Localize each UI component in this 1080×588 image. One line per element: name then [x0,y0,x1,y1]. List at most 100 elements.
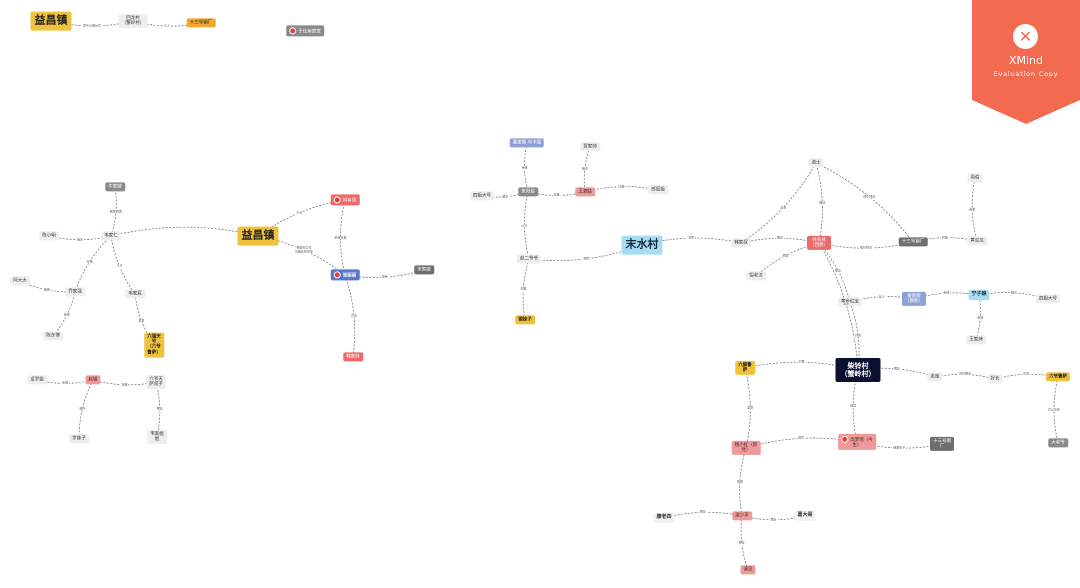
topic-sisi[interactable]: 四姐大号 [1036,294,1060,304]
relationship-line[interactable] [77,379,94,440]
topic-yichang-top[interactable]: 益昌镇 [30,11,72,31]
relationship-label: 工人 [162,23,171,28]
topic-shisan-r[interactable]: 十三号钢厂 [898,237,928,247]
topic-liuyaojia[interactable]: 六强天号（六爷鲁萨） [144,332,164,358]
topic-zhanglili[interactable]: 张丽丽 [330,269,360,281]
topic-chen-s[interactable]: 陈小明 [39,231,59,241]
relationship-line[interactable] [522,258,530,321]
topic-yan[interactable]: 演见 [740,565,756,575]
topic-jiaoji[interactable]: 周伯 [967,173,983,183]
topic-moshui[interactable]: 末水村 [621,235,663,255]
topic-label: 陈东博 [46,333,60,339]
watermark-name: XMind [1008,54,1044,67]
topic-label: 阿大大 [13,278,27,284]
topic-huilong-top[interactable]: 回龙村（蟹岭村） [118,13,148,29]
topic-chaihu[interactable]: 柴铃村（蟹岭村） [835,357,881,383]
topic-label: 黄色红宝 [841,299,859,304]
relationship-label: 相识 [580,166,589,171]
relationship-label: 亲戚 [62,312,71,317]
topic-liuerku[interactable]: 赵二爷爷 [517,254,541,264]
relationship-line[interactable] [110,226,259,237]
relationship-line[interactable] [524,191,530,260]
topic-shuxin[interactable]: 韦家姐姐 [147,429,167,445]
relationship-label: 前世 [797,435,806,440]
topic-liuyao-b[interactable]: 六脚鲁萨 [735,360,755,376]
topic-wang[interactable]: 王淑姑 [575,187,595,197]
topic-dunzi[interactable]: 钢妹子 [515,315,535,325]
topic-label: 张丽丽 [342,273,357,279]
topic-songjia[interactable]: 宋家嫂 [414,265,434,275]
topic-dalao[interactable]: 大老爷 [1048,438,1068,448]
topic-yichang-mid[interactable]: 益昌镇 [237,226,279,246]
relationship-label: 丈夫 [349,312,358,318]
badge-shape [972,0,1080,124]
topic-label: 大老爷 [1051,440,1065,446]
topic-lanmo[interactable]: 四姐大号 [470,191,494,201]
topic-zhu[interactable]: 朱阳伯 [518,187,538,197]
relationship-label: 邀请 [818,200,827,205]
topic-qiao[interactable]: 乔家强 [65,287,85,297]
topic-hub-l[interactable]: 韦家仁 [101,231,121,241]
topic-label: （回想） [810,243,828,248]
topic-lizhi[interactable]: 韦家宸 [125,289,145,299]
topic-jiao-d[interactable]: 黄瓜瓜 [967,236,987,246]
topic-shisan-b[interactable]: 十三号钢厂 [930,436,954,452]
relationship-line[interactable] [815,162,914,243]
topic-qin[interactable]: 贾家帅 [580,142,600,152]
topic-kuanhong[interactable]: 黄色红宝 [838,297,862,307]
topic-daoshi[interactable]: 道士 [808,158,824,168]
topic-liyou-mid[interactable]: 林有德 [330,194,360,206]
relationship-label: 村民 [854,332,863,338]
topic-label: 杨小红（新 [734,442,758,448]
topic-kanglaosi[interactable]: 康老四 [653,513,675,523]
topic-jiamei[interactable]: 王家婶 [966,335,986,345]
topic-label: 号 [151,339,157,345]
topic-luowu[interactable]: 罗妹子 [69,434,89,444]
topic-label: 回龙村 [126,15,140,21]
topic-dongbo[interactable]: 陈东博 [43,331,63,341]
topic-dabiao[interactable]: 阿大大 [10,276,30,286]
topic-shisan-top[interactable]: 十三号钢厂 [186,18,216,28]
topic-label: 走库 [930,374,940,380]
topic-yanglin[interactable]: 杨小红（新党） [731,440,761,456]
topic-liangshao[interactable]: 梁少平 [732,511,752,521]
relationship-label: 相识 [1009,290,1018,295]
topic-liuyao-r[interactable]: 六爷天萨叔子 [146,374,166,390]
topic-shaohe[interactable]: 好长 [987,374,1003,384]
topic-label: 姐 [154,437,160,442]
relationship-line[interactable] [74,235,112,293]
topic-label: 林有林 [812,237,826,243]
relationship-label: 朋友 [781,253,790,258]
topic-ni[interactable]: 倪老汉 [746,271,766,281]
topic-liuyaoxi[interactable]: 六爷鲁萨 [1046,372,1070,382]
topic-cuiluo[interactable]: 卓罗姐 [27,375,47,385]
relationship-line[interactable] [340,199,346,276]
topic-label: 林有德 [342,198,357,204]
topic-redn[interactable]: 韩家妹 [343,352,363,362]
topic-gaojm[interactable]: 高梦瑶（今生） [838,433,876,451]
relationship-label: 朋友 [769,517,778,522]
topic-label: 萨叔子 [149,382,163,387]
relationship-label: 亲戚 [520,164,529,170]
topic-legend[interactable]: 于仕美密室 [286,25,324,37]
topic-zhao-xin[interactable]: 走库 [927,372,943,382]
relationship-label: 朋友 [892,366,901,371]
topic-fanye[interactable]: 郎辰姐 [648,185,668,195]
topic-ningzi[interactable]: 宁子娘 [968,290,990,300]
relationship-line[interactable] [740,162,817,244]
relationship-line[interactable] [344,274,356,358]
topic-label: 陈小明 [42,233,56,239]
relationship-line[interactable] [818,242,859,371]
topic-zhaoluo[interactable]: 赵铎 [85,375,101,385]
topic-label: 周伯 [970,175,980,181]
topic-label: 卓罗姐 [30,377,44,383]
topic-ge[interactable]: 葛大哥 [794,511,816,521]
topic-zhang-m[interactable]: 韩家叔 [731,238,751,248]
topic-label: 朱阳伯 [521,189,535,195]
xmind-watermark-badge: ✕ XMind Evaluation Copy [972,0,1080,124]
topic-niu-s[interactable]: 牛家嫂 [105,182,125,192]
topic-mj-tr[interactable]: 董家顺 中卡里 [509,138,545,148]
topic-label: 六脚鲁 [738,362,752,368]
topic-dugu[interactable]: 蒙家娘（钢脸） [902,291,926,307]
topic-red-c[interactable]: 林有林（回想） [807,235,831,251]
